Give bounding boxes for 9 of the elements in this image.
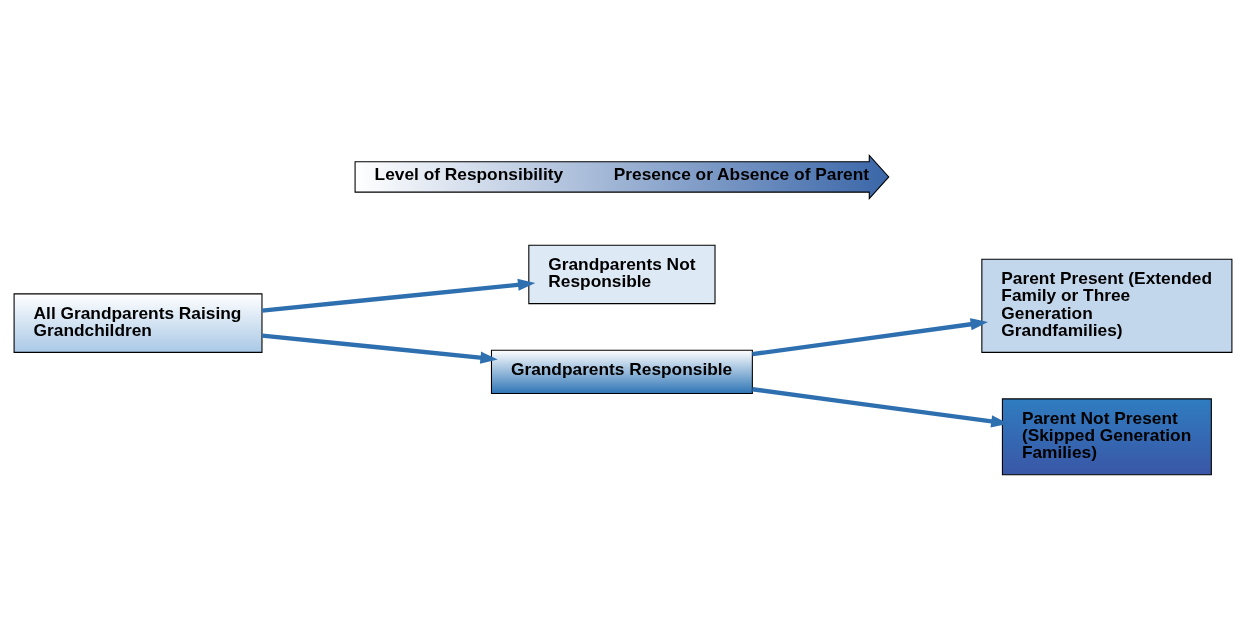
node-box: Grandparents Not Responsible: [528, 244, 716, 304]
arrow: [752, 386, 1009, 427]
node-box: All Grandparents Raising Grandchildren: [13, 292, 263, 353]
node-box: Parent Not Present (Skipped Generation Families): [1001, 397, 1212, 475]
node-box: Parent Present (Extended Family or Three Generation Grandfamilies): [981, 258, 1233, 353]
arrow: [262, 332, 498, 364]
node-box: Grandparents Responsible: [490, 349, 753, 394]
arrow: [752, 317, 988, 356]
arrow: [262, 278, 536, 313]
